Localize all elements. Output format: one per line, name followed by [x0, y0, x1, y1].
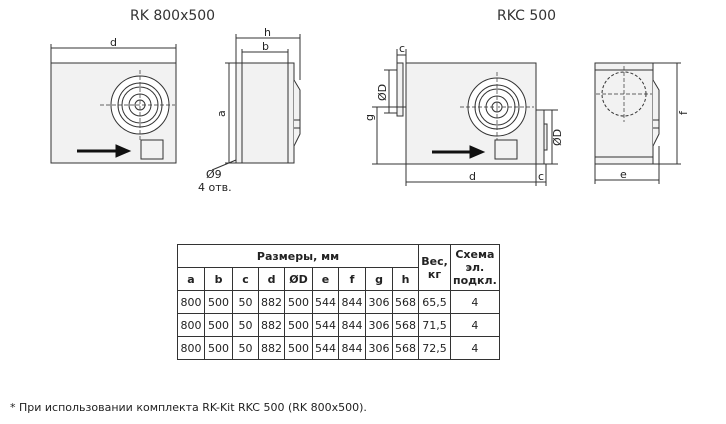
table-cell: 306 — [365, 290, 393, 314]
dim-label-f: f — [677, 110, 690, 115]
footnote: * При использовании комплекта RK-Kit RKC… — [10, 401, 367, 414]
col-header: h — [392, 267, 419, 291]
table-cell: 568 — [392, 313, 419, 337]
scheme-header: Схема эл. подкл. — [450, 244, 500, 291]
dim-label-D-inlet: ØD — [376, 84, 389, 101]
col-header: b — [204, 267, 233, 291]
table-cell: 4 — [450, 313, 500, 337]
dim-label-g: g — [363, 114, 376, 121]
table-cell: 50 — [232, 336, 259, 360]
col-header: g — [365, 267, 393, 291]
table-cell: 800 — [177, 313, 205, 337]
table-cell: 500 — [284, 290, 313, 314]
table-cell: 800 — [177, 290, 205, 314]
dim-label-c-top: c — [399, 42, 405, 55]
table-cell: 800 — [177, 336, 205, 360]
table-cell: 882 — [258, 290, 285, 314]
table-cell: 50 — [232, 313, 259, 337]
col-header: d — [258, 267, 285, 291]
rk-side-body — [241, 62, 289, 164]
table-cell: 306 — [365, 313, 393, 337]
table-cell: 71,5 — [418, 313, 451, 337]
title-rk: RK 800x500 — [130, 8, 216, 24]
title-rkc: RKC 500 — [497, 8, 557, 24]
table-cell: 500 — [204, 313, 233, 337]
table-cell: 72,5 — [418, 336, 451, 360]
rkc-front-view — [372, 49, 558, 186]
table-cell: 844 — [338, 336, 366, 360]
table-cell: 544 — [312, 290, 339, 314]
table-cell: 65,5 — [418, 290, 451, 314]
table-cell: 4 — [450, 336, 500, 360]
rkc-terminal-box — [494, 139, 518, 160]
dim-label-b: b — [262, 40, 269, 53]
dim-label-hole-dia: Ø9 — [206, 168, 222, 181]
table-cell: 544 — [312, 313, 339, 337]
table-cell: 544 — [312, 336, 339, 360]
dimensions-table: Размеры, мм Вес, кг Схема эл. подкл. a b… — [177, 244, 500, 360]
dimensions-group-header: Размеры, мм — [177, 244, 419, 268]
table-row: 800 500 50 882 500 544 844 306 568 72,5 … — [177, 336, 500, 360]
rkc-side-view — [594, 62, 681, 184]
table-cell: 500 — [284, 313, 313, 337]
technical-drawing: d h b a Ø9 4 отв. c ØD g ØD d c e f — [50, 26, 690, 194]
rk-terminal-box — [140, 139, 164, 160]
col-header: ØD — [284, 267, 313, 291]
table-cell: 500 — [204, 290, 233, 314]
table-row: 800 500 50 882 500 544 844 306 568 65,5 … — [177, 290, 500, 314]
dim-label-e: e — [620, 168, 627, 181]
dim-label-c-bottom: c — [538, 170, 544, 183]
dim-label-D-outlet: ØD — [551, 129, 564, 146]
table-cell: 568 — [392, 290, 419, 314]
table-cell: 844 — [338, 313, 366, 337]
table-row: 800 500 50 882 500 544 844 306 568 71,5 … — [177, 313, 500, 337]
col-header: e — [312, 267, 339, 291]
table-cell: 500 — [204, 336, 233, 360]
rk-side-view — [211, 34, 301, 171]
rkc-outlet-flange — [535, 109, 545, 165]
table-cell: 568 — [392, 336, 419, 360]
rk-side-flange-right — [287, 62, 295, 164]
dim-label-holes: 4 отв. — [198, 181, 232, 194]
col-header: f — [338, 267, 366, 291]
table-cell: 844 — [338, 290, 366, 314]
table-cell: 50 — [232, 290, 259, 314]
dim-label-d-rkc: d — [469, 170, 476, 183]
table-cell: 306 — [365, 336, 393, 360]
dim-label-a: a — [215, 110, 228, 117]
table-cell: 500 — [284, 336, 313, 360]
rk-side-flange-left — [235, 62, 243, 164]
dim-label-d-rk: d — [110, 36, 117, 49]
table-cell: 882 — [258, 313, 285, 337]
dim-label-h: h — [264, 26, 271, 39]
table-cell: 882 — [258, 336, 285, 360]
table-cell: 4 — [450, 290, 500, 314]
weight-header: Вес, кг — [418, 244, 451, 291]
rk-front-view — [50, 44, 177, 164]
col-header: a — [177, 267, 205, 291]
col-header: c — [232, 267, 259, 291]
rkc-inlet-flange — [396, 62, 404, 117]
